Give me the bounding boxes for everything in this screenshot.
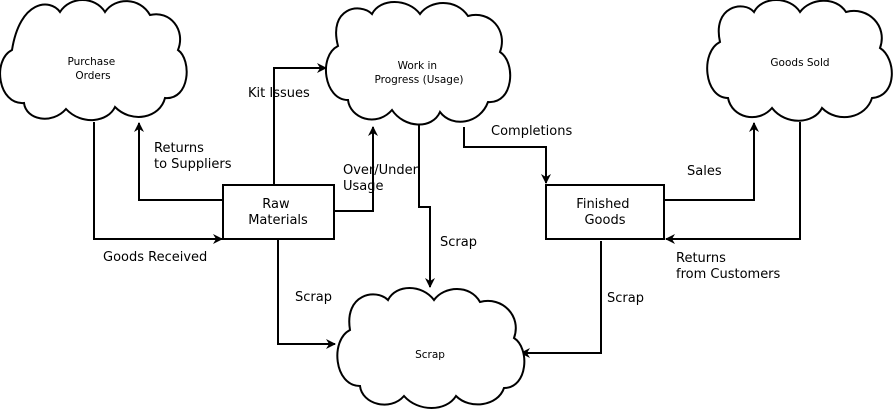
box-raw-materials: Raw Materials xyxy=(222,184,335,240)
node-label-line: Work in xyxy=(398,60,438,72)
label-line: Kit Issues xyxy=(248,86,310,101)
node-label-line: Progress (Usage) xyxy=(374,74,463,86)
node-label-line: Goods Sold xyxy=(770,57,829,69)
cloud-shape xyxy=(706,0,893,122)
svg-text:Goods Sold: Goods Sold xyxy=(770,57,829,69)
node-label-line: Scrap xyxy=(415,349,445,361)
cloud-shape xyxy=(336,287,526,409)
label-line: Returns xyxy=(676,251,726,266)
node-label-line: Orders xyxy=(75,70,110,82)
edge-sales xyxy=(664,122,759,201)
svg-text:Scrap: Scrap xyxy=(415,349,445,361)
label-kit-issues: Kit Issues xyxy=(248,86,310,101)
node-label-line: Materials xyxy=(248,213,308,228)
label-scrap-from-wip: Scrap xyxy=(440,235,477,250)
svg-text:Raw Materials: Raw Materials xyxy=(248,197,308,228)
node-label-line: Goods xyxy=(584,213,625,228)
box-shape xyxy=(545,184,665,240)
edge-labels: Kit Issues Returns to Suppliers Over/Und… xyxy=(103,86,781,306)
label-line: Scrap xyxy=(440,235,477,250)
edge-scrap-from-finished xyxy=(520,241,602,358)
label-scrap-from-raw: Scrap xyxy=(295,290,332,305)
cloud-scrap: Scrap xyxy=(336,287,526,409)
label-line: to Suppliers xyxy=(154,157,232,172)
edge-scrap-from-raw xyxy=(277,240,336,349)
edge-returns-from-customers xyxy=(665,122,801,244)
label-returns-from-customers: Returns from Customers xyxy=(676,251,781,282)
label-completions: Completions xyxy=(491,124,572,139)
edge-goods-received xyxy=(93,122,223,244)
label-line: Scrap xyxy=(607,291,644,306)
svg-text:Finished Goods: Finished Goods xyxy=(576,197,633,228)
label-line: Sales xyxy=(687,164,722,179)
label-scrap-from-finished: Scrap xyxy=(607,291,644,306)
label-sales: Sales xyxy=(687,164,722,179)
label-line: Completions xyxy=(491,124,572,139)
box-finished-goods: Finished Goods xyxy=(545,184,665,240)
label-returns-to-suppliers: Returns to Suppliers xyxy=(154,141,232,172)
cloud-goods-sold: Goods Sold xyxy=(706,0,893,122)
cloud-shape xyxy=(0,0,188,122)
label-line: Goods Received xyxy=(103,250,207,265)
node-label-line: Purchase xyxy=(67,56,115,68)
label-line: Returns xyxy=(154,141,204,156)
edge-scrap-from-wip xyxy=(418,125,435,288)
label-goods-received: Goods Received xyxy=(103,250,207,265)
edge-returns-to-suppliers xyxy=(134,122,222,201)
edge-kit-issues xyxy=(273,63,327,184)
label-line: from Customers xyxy=(676,267,781,282)
edge-over-under-usage xyxy=(325,126,378,216)
cloud-shape xyxy=(324,1,512,126)
label-line: Over/Under xyxy=(343,163,419,178)
edges xyxy=(93,63,801,358)
svg-text:Work in Progress (Usage): Work in Progress (Usage) xyxy=(374,60,463,86)
label-line: Scrap xyxy=(295,290,332,305)
node-label-line: Finished xyxy=(576,197,629,212)
label-over-under-usage: Over/Under Usage xyxy=(343,163,422,194)
node-label-line: Raw xyxy=(262,197,290,212)
svg-text:Purchase Orders: Purchase Orders xyxy=(67,56,118,82)
cloud-work-in-progress: Work in Progress (Usage) xyxy=(324,1,512,126)
box-shape xyxy=(222,184,335,240)
label-line: Usage xyxy=(343,179,384,194)
cloud-purchase-orders: Purchase Orders xyxy=(0,0,188,122)
edge-completions xyxy=(463,127,551,184)
